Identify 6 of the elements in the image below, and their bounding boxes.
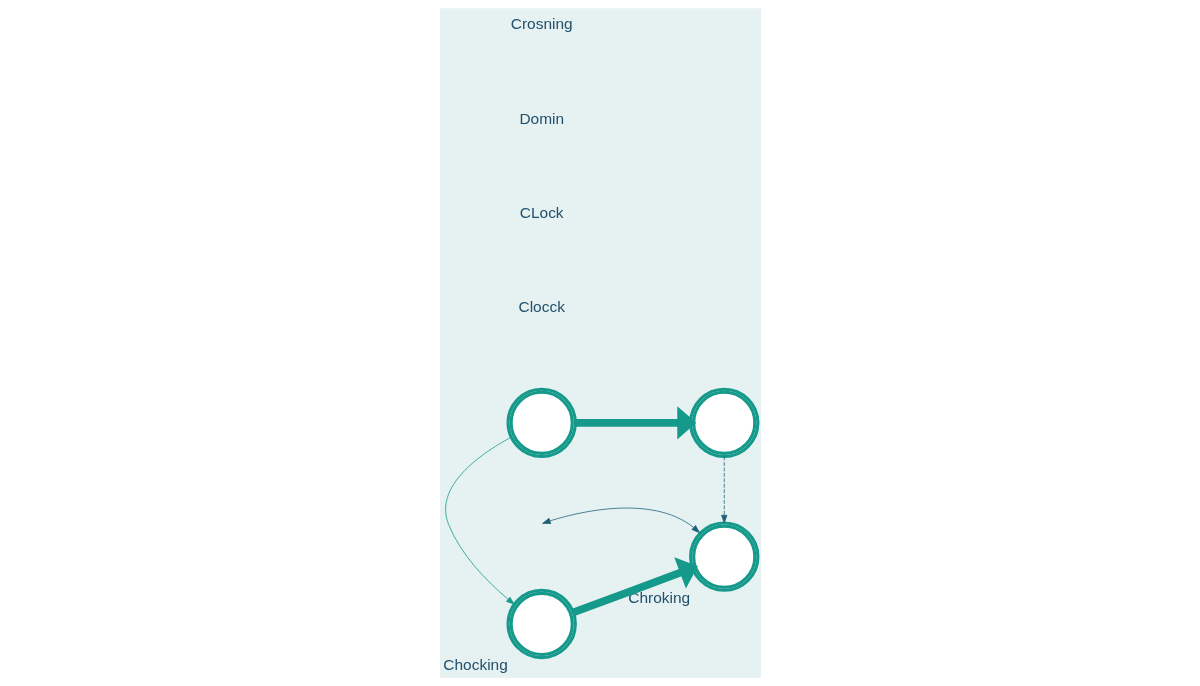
label: Domin bbox=[518, 109, 564, 127]
label: Clocck bbox=[518, 298, 565, 316]
label: CLock bbox=[519, 203, 564, 221]
label: Crosning bbox=[510, 15, 573, 33]
node-label: Chocking bbox=[442, 655, 508, 673]
node-label: Chroking bbox=[627, 588, 690, 606]
